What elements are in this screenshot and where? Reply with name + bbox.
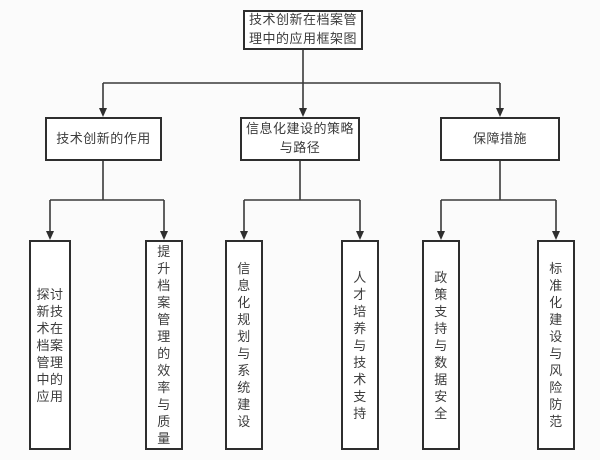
leaf-node-standardization-risk: 标准化建设与风险防范 (537, 240, 575, 450)
branch-node-informatization-strategy: 信息化建设的策略与路径 (240, 117, 360, 161)
arrow-down-icon (240, 231, 248, 240)
connector-branch2-to-leaves (240, 161, 364, 240)
arrow-down-icon (496, 108, 504, 117)
leaf-node-policy-data-security: 政策支持与数据安全 (422, 240, 460, 450)
root-node-application-framework: 技术创新在档案管理中的应用框架图 (243, 10, 363, 50)
leaf-node-talent-tech-support: 人才培养与技术支持 (341, 240, 379, 450)
connector-branch3-to-leaves (437, 161, 560, 240)
arrow-down-icon (99, 108, 107, 117)
branch-node-role-of-innovation: 技术创新的作用 (45, 117, 162, 161)
arrow-down-icon (46, 231, 54, 240)
arrow-down-icon (356, 231, 364, 240)
leaf-node-new-tech-application: 探讨新技术在档案管理中的应用 (29, 240, 71, 450)
arrow-down-icon (160, 231, 168, 240)
leaf-node-efficiency-quality: 提升档案管理的效率与质量 (145, 240, 183, 450)
arrow-down-icon (552, 231, 560, 240)
arrow-down-icon (299, 108, 307, 117)
connector-root-to-branches (99, 50, 504, 117)
connector-branch1-to-leaves (46, 161, 168, 240)
branch-node-safeguard-measures: 保障措施 (440, 117, 560, 161)
leaf-node-planning-system-construction: 信息化规划与系统建设 (225, 240, 263, 450)
arrow-down-icon (437, 231, 445, 240)
